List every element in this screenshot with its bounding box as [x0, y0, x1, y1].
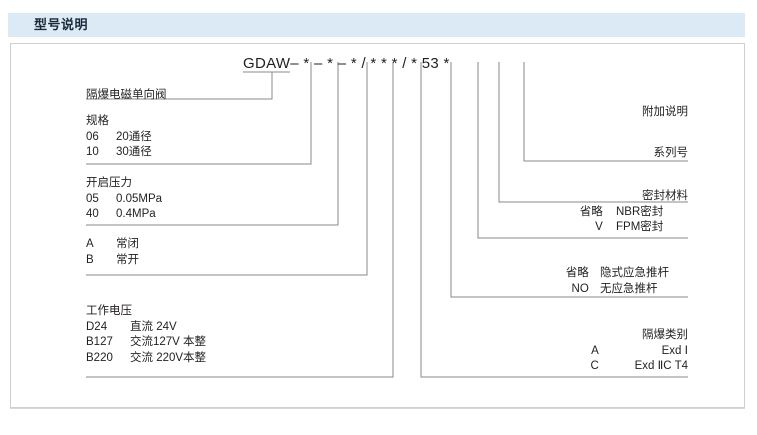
label-additional-notes: 附加说明	[488, 105, 688, 121]
explosion-proof-class-heading: 隔爆类别	[642, 329, 688, 341]
model-code-text: GDAW– * – * – * / * * * / * 53 *	[243, 55, 450, 72]
label-series-number: 系列号	[488, 146, 689, 162]
emergency-push-rod-row-1: NO 无应急推杆	[571, 282, 658, 295]
additional-notes-heading: 附加说明	[642, 106, 688, 118]
seal-material-row-0: 省略 NBR密封	[579, 205, 664, 218]
explosion-proof-class-row-0: A Exd Ⅰ	[591, 344, 688, 357]
model-code: GDAW– * – * – * / * * * / * 53 *	[243, 55, 450, 72]
label-product-type: 隔爆电磁单向阀	[86, 89, 167, 101]
emergency-push-rod-row-0: 省略 隐式应急推杆	[565, 267, 669, 279]
label-explosion-proof-class: 隔爆类别 A Exd Ⅰ C Exd ⅡC T4	[488, 328, 688, 375]
explosion-proof-class-row-1: C Exd ⅡC T4	[590, 360, 688, 372]
label-seal-material: 密封材料 省略 NBR密封 V FPM密封	[488, 189, 688, 236]
seal-material-row-1: V FPM密封	[595, 221, 664, 233]
working-voltage-heading: 工作电压	[86, 305, 132, 317]
seal-material-heading: 密封材料	[642, 190, 688, 202]
specification-heading: 规格	[86, 115, 109, 127]
page-title: 型号说明	[34, 17, 89, 32]
section-title-bar: 型号说明	[8, 13, 745, 37]
label-emergency-push-rod: 省略 隐式应急推杆 NO 无应急推杆	[488, 266, 688, 297]
series-number-heading: 系列号	[653, 147, 689, 159]
opening-pressure-heading: 开启压力	[86, 177, 132, 189]
